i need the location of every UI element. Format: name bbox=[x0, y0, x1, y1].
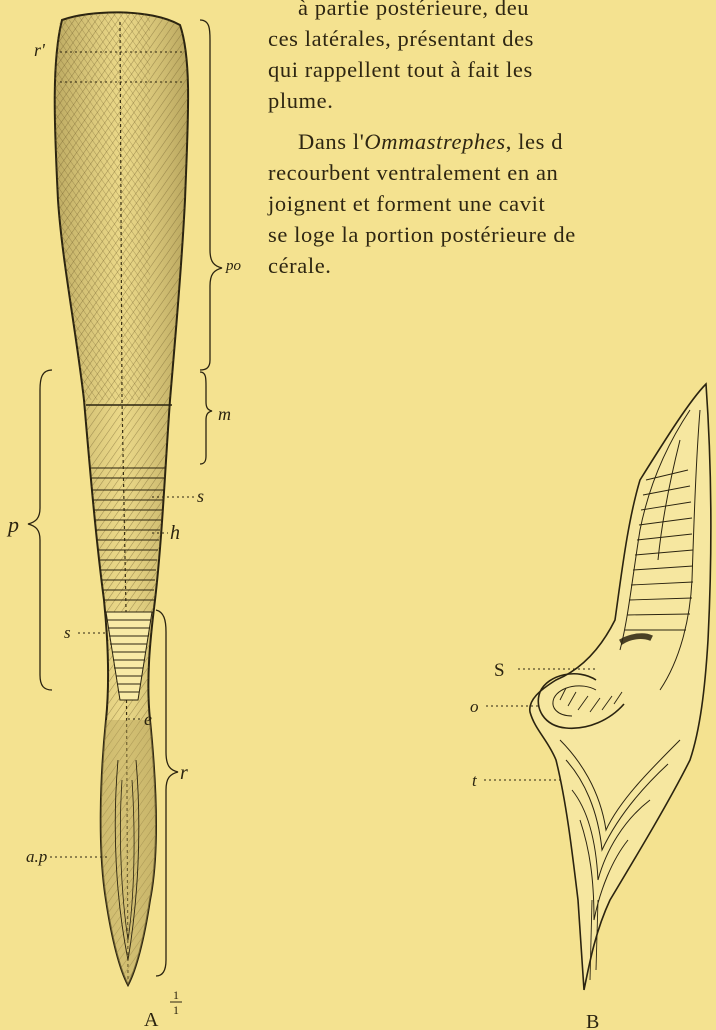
scale-numerator: 1 bbox=[173, 988, 179, 1002]
label-b-o: o bbox=[470, 697, 479, 716]
label-po: po bbox=[225, 258, 242, 274]
label-r: r bbox=[180, 762, 188, 784]
section-outline bbox=[530, 384, 711, 990]
scale-fraction: 1 1 bbox=[170, 988, 182, 1017]
figure-a-caption: A bbox=[144, 1009, 159, 1030]
label-rprime: r' bbox=[34, 40, 46, 60]
rostrum-shade bbox=[101, 720, 156, 985]
label-m: m bbox=[218, 404, 231, 424]
gladius-hatching-2 bbox=[55, 13, 151, 400]
figure-b-section bbox=[530, 384, 711, 990]
label-ap: a.p bbox=[26, 847, 47, 866]
bracket-p bbox=[28, 370, 52, 690]
figure-a-gladius bbox=[55, 12, 189, 985]
label-b-t: t bbox=[472, 771, 478, 790]
label-s-upper: s bbox=[197, 486, 204, 506]
bracket-m bbox=[200, 372, 212, 464]
figure-b-caption: B bbox=[586, 1011, 599, 1030]
label-s-lower: s bbox=[64, 623, 71, 642]
label-h: h bbox=[170, 522, 180, 544]
label-p: p bbox=[6, 512, 19, 537]
bracket-po bbox=[200, 20, 222, 370]
label-e: e bbox=[144, 709, 152, 729]
label-b-s: S bbox=[494, 660, 505, 681]
scale-denominator: 1 bbox=[173, 1003, 179, 1017]
bracket-r bbox=[156, 610, 178, 976]
